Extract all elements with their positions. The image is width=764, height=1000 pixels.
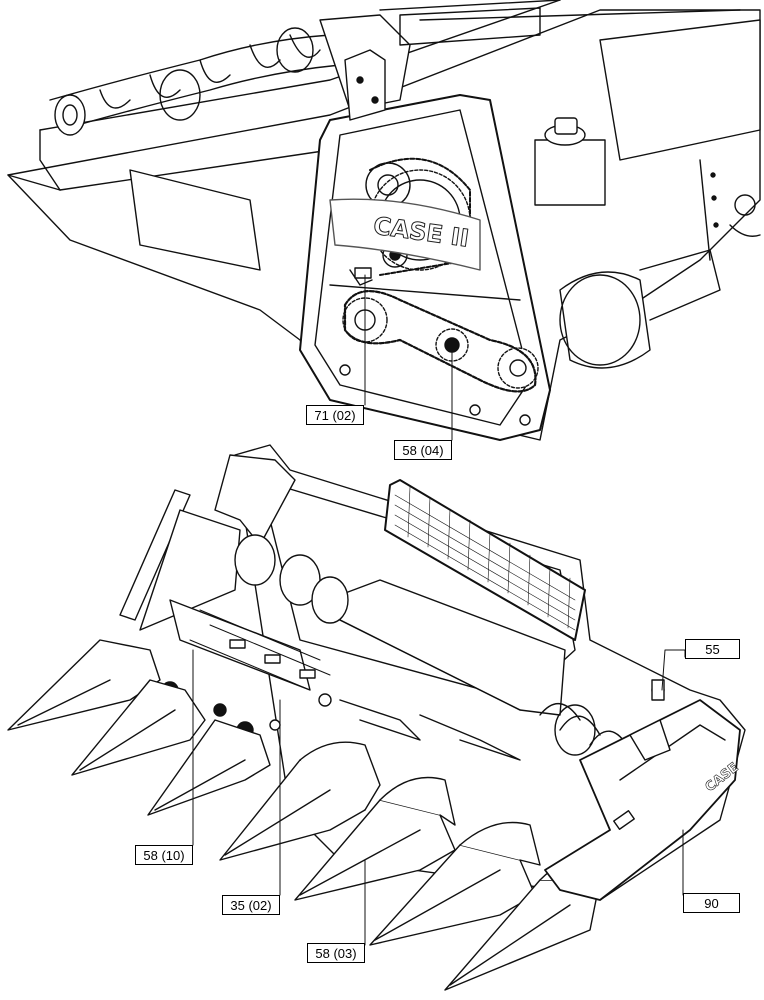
cross-auger [234, 534, 631, 756]
snout-1 [7, 639, 161, 731]
right-end-shield [544, 699, 741, 901]
callout-55[interactable]: 55 [685, 639, 740, 659]
callout-35-02[interactable]: 35 (02) [222, 895, 280, 915]
gearbox-logo-plate: CASE II [329, 198, 481, 271]
callout-58-03[interactable]: 58 (03) [307, 943, 365, 963]
leader-lines-top [364, 274, 453, 441]
drive-chain [343, 290, 537, 393]
snout-3 [147, 719, 271, 816]
drive-cylinder [559, 271, 651, 369]
reservoir [534, 139, 606, 206]
callout-58-10[interactable]: 58 (10) [135, 845, 193, 865]
back-screen [384, 479, 586, 641]
access-panel [129, 169, 261, 271]
callout-71-02[interactable]: 71 (02) [306, 405, 364, 425]
divider-panel [139, 509, 241, 631]
top-auger [49, 34, 331, 101]
callout-58-04[interactable]: 58 (04) [394, 440, 452, 460]
snout-5 [294, 799, 456, 901]
right-sprocket [497, 347, 539, 389]
snout-2 [71, 679, 206, 776]
snouts [7, 639, 606, 991]
row-units [161, 599, 521, 761]
lower-header-assembly [7, 444, 746, 991]
top-rail [399, 7, 541, 46]
callout-90[interactable]: 90 [683, 893, 740, 913]
